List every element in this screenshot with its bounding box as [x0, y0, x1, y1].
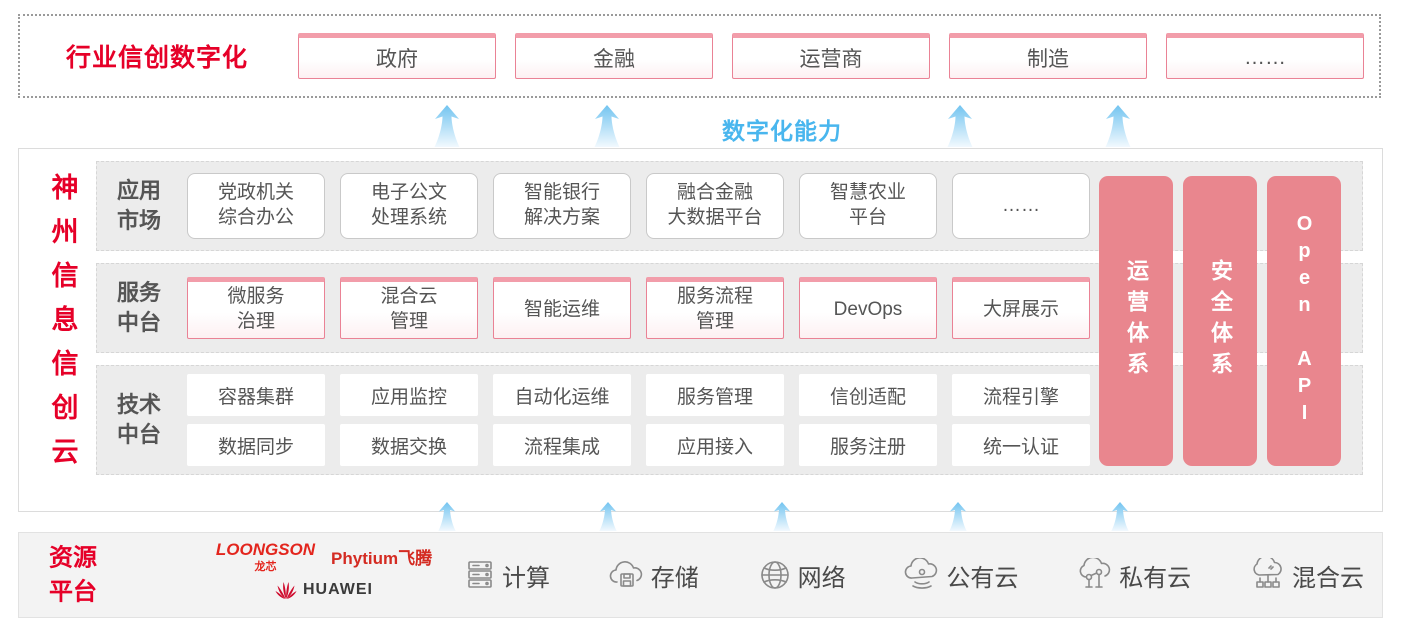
operation-system-bar: 运营体系 — [1099, 176, 1173, 466]
industry-box-more: …… — [1166, 33, 1364, 79]
svc-box-intelligent-ops: 智能运维 — [493, 277, 631, 339]
open-api-bar: Open API — [1267, 176, 1341, 466]
tech-box-unified-auth: 统一认证 — [952, 424, 1090, 466]
app-market-label: 应用 市场 — [117, 178, 162, 233]
digital-capability-label: 数字化能力 — [722, 118, 842, 144]
tech-box-service-mgmt: 服务管理 — [646, 374, 784, 416]
svc-box-service-process: 服务流程 管理 — [646, 277, 784, 339]
up-arrow-icon — [599, 502, 617, 531]
app-box-smart-agriculture: 智慧农业 平台 — [799, 173, 937, 239]
tech-box-process-engine: 流程引擎 — [952, 374, 1090, 416]
industry-list: 政府 金融 运营商 制造 …… — [298, 33, 1364, 79]
tech-box-app-access: 应用接入 — [646, 424, 784, 466]
app-box-finance-bigdata: 融合金融 大数据平台 — [646, 173, 784, 239]
tech-box-app-monitoring: 应用监控 — [340, 374, 478, 416]
tech-box-service-registry: 服务注册 — [799, 424, 937, 466]
app-box-gov-office: 党政机关 综合办公 — [187, 173, 325, 239]
resource-platform-panel: 资源 平台 LOONGSON 龙芯 Phytium飞腾 HUAWEI — [18, 532, 1383, 618]
storage-cloud-icon — [609, 561, 642, 587]
resource-label: 混合云 — [1291, 564, 1364, 592]
up-arrow-icon — [594, 105, 620, 147]
service-platform-label: 服务 中台 — [117, 280, 162, 335]
huawei-wordmark: HUAWEI — [303, 581, 373, 598]
app-market-boxes: 党政机关 综合办公 电子公文 处理系统 智能银行 解决方案 融合金融 大数据平台… — [187, 173, 1090, 239]
private-cloud-icon — [1079, 558, 1111, 588]
svc-box-devops: DevOps — [799, 277, 937, 339]
up-arrow-icon — [949, 502, 967, 531]
resource-item-compute: 计算 — [464, 558, 550, 593]
tech-box-process-integration: 流程集成 — [493, 424, 631, 466]
up-arrow-icon — [947, 105, 973, 147]
hybrid-cloud-icon — [1253, 558, 1282, 588]
resource-item-hybrid-cloud: 混合云 — [1250, 558, 1364, 593]
svc-box-big-screen: 大屏展示 — [952, 277, 1090, 339]
vendor-logos: LOONGSON 龙芯 Phytium飞腾 HUAWEI — [199, 540, 449, 600]
huawei-flower-icon — [275, 582, 297, 599]
industry-panel-title: 行业信创数字化 — [66, 44, 249, 72]
tech-box-data-exchange: 数据交换 — [340, 424, 478, 466]
resource-item-network: 网络 — [758, 558, 846, 593]
app-box-edoc-system: 电子公文 处理系统 — [340, 173, 478, 239]
public-cloud-icon — [905, 558, 938, 589]
service-platform-boxes: 微服务 治理 混合云 管理 智能运维 服务流程 管理 DevOps 大屏展示 — [187, 277, 1090, 339]
up-arrow-icon — [1111, 502, 1129, 531]
resource-label: 网络 — [797, 564, 846, 592]
up-arrow-icon — [438, 502, 456, 531]
resource-platform-label: 资源 平台 — [49, 544, 97, 605]
up-arrow-icon — [434, 105, 460, 147]
sinosoft-cloud-panel: 神州信息信创云 应用 市场 党政机关 综合办公 电子公文 处理系统 智能银行 解… — [18, 148, 1383, 512]
tech-platform-label: 技术 中台 — [117, 392, 162, 447]
industry-box-government: 政府 — [298, 33, 496, 79]
resource-label: 公有云 — [946, 564, 1019, 592]
up-arrow-icon — [773, 502, 791, 531]
tech-box-automated-ops: 自动化运维 — [493, 374, 631, 416]
loongson-logo: LOONGSON 龙芯 — [216, 540, 315, 574]
compute-server-icon — [468, 561, 492, 588]
cloud-platform-title: 神州信息信创云 — [47, 173, 78, 481]
resource-label: 计算 — [502, 564, 550, 592]
huawei-logo: HUAWEI — [199, 580, 449, 600]
svc-box-hybrid-cloud-mgmt: 混合云 管理 — [340, 277, 478, 339]
resource-item-public-cloud: 公有云 — [904, 558, 1018, 593]
app-box-smart-banking: 智能银行 解决方案 — [493, 173, 631, 239]
network-globe-icon — [760, 561, 789, 589]
resource-label: 存储 — [650, 564, 699, 592]
loongson-wordmark: LOONGSON — [215, 540, 316, 559]
industry-digitalization-panel: 行业信创数字化 政府 金融 运营商 制造 …… — [18, 14, 1381, 98]
app-box-more: …… — [952, 173, 1090, 239]
up-arrow-icon — [1105, 105, 1131, 147]
phytium-logo: Phytium飞腾 — [331, 549, 433, 568]
tech-box-data-sync: 数据同步 — [187, 424, 325, 466]
tech-box-container-cluster: 容器集群 — [187, 374, 325, 416]
loongson-cn-label: 龙芯 — [254, 561, 277, 573]
resource-item-private-cloud: 私有云 — [1077, 558, 1191, 593]
resource-list: 计算 存储 — [464, 533, 1364, 617]
tech-platform-boxes: 容器集群 应用监控 自动化运维 服务管理 信创适配 流程引擎 数据同步 数据交换… — [187, 374, 1090, 466]
resource-item-storage: 存储 — [609, 558, 699, 593]
resource-label: 私有云 — [1119, 564, 1192, 592]
industry-box-finance: 金融 — [515, 33, 713, 79]
tech-box-xc-adaptation: 信创适配 — [799, 374, 937, 416]
industry-box-manufacturing: 制造 — [949, 33, 1147, 79]
industry-box-operator: 运营商 — [732, 33, 930, 79]
svc-box-microservice: 微服务 治理 — [187, 277, 325, 339]
security-system-bar: 安全体系 — [1183, 176, 1257, 466]
